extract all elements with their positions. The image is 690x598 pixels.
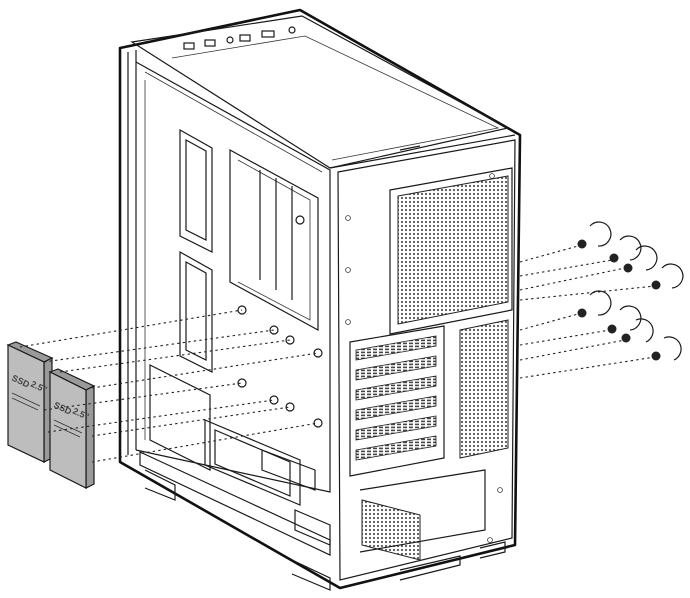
ssd-drive-1: SSD 2.5" [6, 341, 54, 463]
alignment-lines [19, 245, 656, 463]
screw [623, 245, 658, 273]
expansion-slots [349, 325, 445, 477]
top-io-ports [183, 26, 296, 50]
screw [609, 235, 642, 263]
bottom-vent-mesh [361, 499, 421, 561]
ssd-screw-holes [237, 305, 323, 428]
screw [577, 221, 612, 249]
screws [577, 221, 684, 361]
screw [621, 318, 654, 343]
drive-cage [139, 364, 331, 556]
screw [651, 336, 682, 361]
psu-vent-mesh [459, 319, 509, 459]
rear-screw-holes [345, 173, 503, 543]
ssd-mounting-tray [179, 128, 319, 373]
rear-fan-mesh [397, 175, 509, 325]
pc-case [118, 8, 522, 591]
screw [577, 290, 612, 318]
ssd-drive-2: SSD 2.5" [48, 368, 96, 489]
screw [607, 305, 642, 334]
screw [651, 263, 684, 290]
